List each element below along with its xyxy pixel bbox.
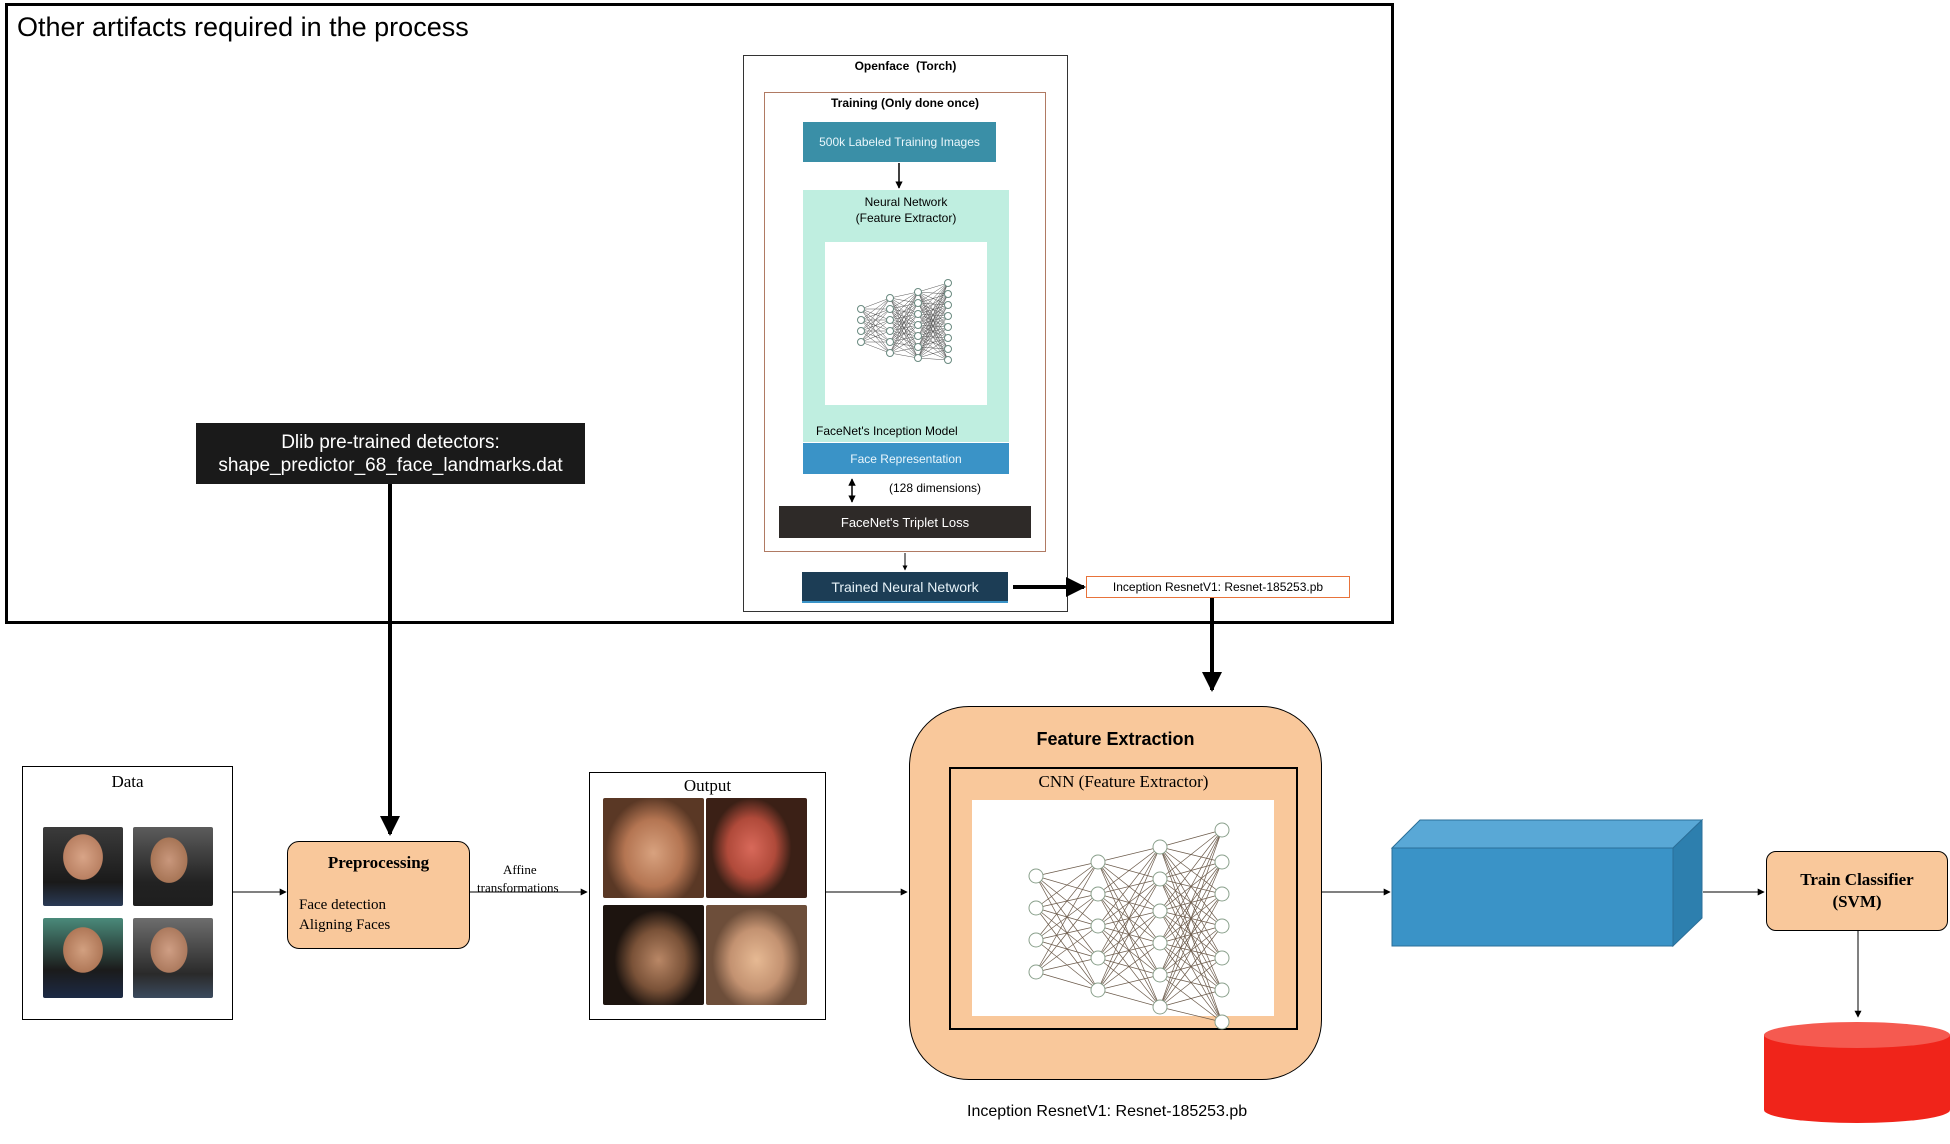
output-title: Output <box>683 776 732 795</box>
data-face-image-3 <box>43 918 123 998</box>
face-representation-box: Face Representation <box>803 443 1009 474</box>
openface-title: Openface (Torch) <box>854 59 957 73</box>
data-face-image-2 <box>133 827 213 906</box>
dlib-detectors-box: Dlib pre-trained detectors: shape_predic… <box>196 423 585 484</box>
train-classifier-line1: Train Classifier <box>1800 870 1914 889</box>
preprocessing-box <box>287 841 470 949</box>
classifier-dump-line2: Classifier.pkl <box>1809 1081 1905 1100</box>
artifacts-title: Other artifacts required in the process <box>17 12 469 42</box>
inception-model-label: FaceNet's Inception Model <box>816 424 958 438</box>
train-classifier-box <box>1766 851 1948 931</box>
neural-network-line1: Neural Network <box>864 195 948 209</box>
train-classifier-line2: (SVM) <box>1832 892 1882 911</box>
neural-network-canvas <box>825 242 987 405</box>
data-face-image-4 <box>133 918 213 998</box>
preprocessing-title: Preprocessing <box>327 853 430 872</box>
cnn-canvas <box>972 800 1274 1016</box>
face-features-cube-top <box>1390 819 1704 849</box>
triplet-loss-box: FaceNet's Triplet Loss <box>779 506 1031 538</box>
affine-label-line1: Affine <box>503 862 537 877</box>
openface-box <box>743 55 1068 612</box>
cnn-box <box>949 767 1298 1030</box>
train-classifier-label: Train Classifier (SVM) <box>1766 851 1948 931</box>
classifier-dump-label: Classifier dump: Classifier.pkl <box>1764 1050 1950 1110</box>
training-box <box>764 92 1046 552</box>
model-file-box: Inception ResnetV1: Resnet-185253.pb <box>1086 576 1350 598</box>
preprocessing-step-aligning-faces: Aligning Faces <box>299 917 391 933</box>
face-features-line1: 128 dimensions <box>1458 872 1607 895</box>
output-face-image-2 <box>706 798 807 898</box>
feature-extraction-title: Feature Extraction <box>1036 728 1195 749</box>
output-box <box>589 772 826 1020</box>
face-features-cube-side <box>1672 818 1703 948</box>
output-face-image-3 <box>603 905 704 1005</box>
output-face-image-4 <box>706 905 807 1005</box>
classifier-dump-cylinder-top <box>1764 1022 1950 1048</box>
neural-network-line2: (Feature Extractor) <box>855 211 957 225</box>
preprocessing-step-face-detection: Face detection <box>299 897 387 913</box>
dimensions-label: (128 dimensions) <box>889 481 982 495</box>
dlib-label-line1: Dlib pre-trained detectors: <box>281 431 500 453</box>
trained-network-box: Trained Neural Network <box>802 572 1008 603</box>
training-images-box: 500k Labeled Training Images <box>803 122 996 162</box>
dlib-label-line2: shape_predictor_68_face_landmarks.dat <box>218 454 563 476</box>
output-face-image-1 <box>603 798 704 898</box>
cnn-title: CNN (Feature Extractor) <box>1038 772 1209 791</box>
neural-network-label: Neural Network (Feature Extractor) <box>803 193 1009 227</box>
affine-label-line2: transformations <box>477 880 559 895</box>
face-features-line2: Face features <box>1468 898 1597 921</box>
model-caption: Inception ResnetV1: Resnet-185253.pb <box>967 1103 1248 1120</box>
data-face-image-1 <box>43 827 123 906</box>
classifier-dump-line1: Classifier dump: <box>1796 1059 1918 1078</box>
training-title: Training (Only done once) <box>830 96 979 110</box>
face-features-cube: 128 dimensions Face features <box>1392 848 1673 946</box>
artifacts-frame <box>5 3 1394 624</box>
data-title: Data <box>111 772 144 791</box>
data-box <box>22 766 233 1020</box>
